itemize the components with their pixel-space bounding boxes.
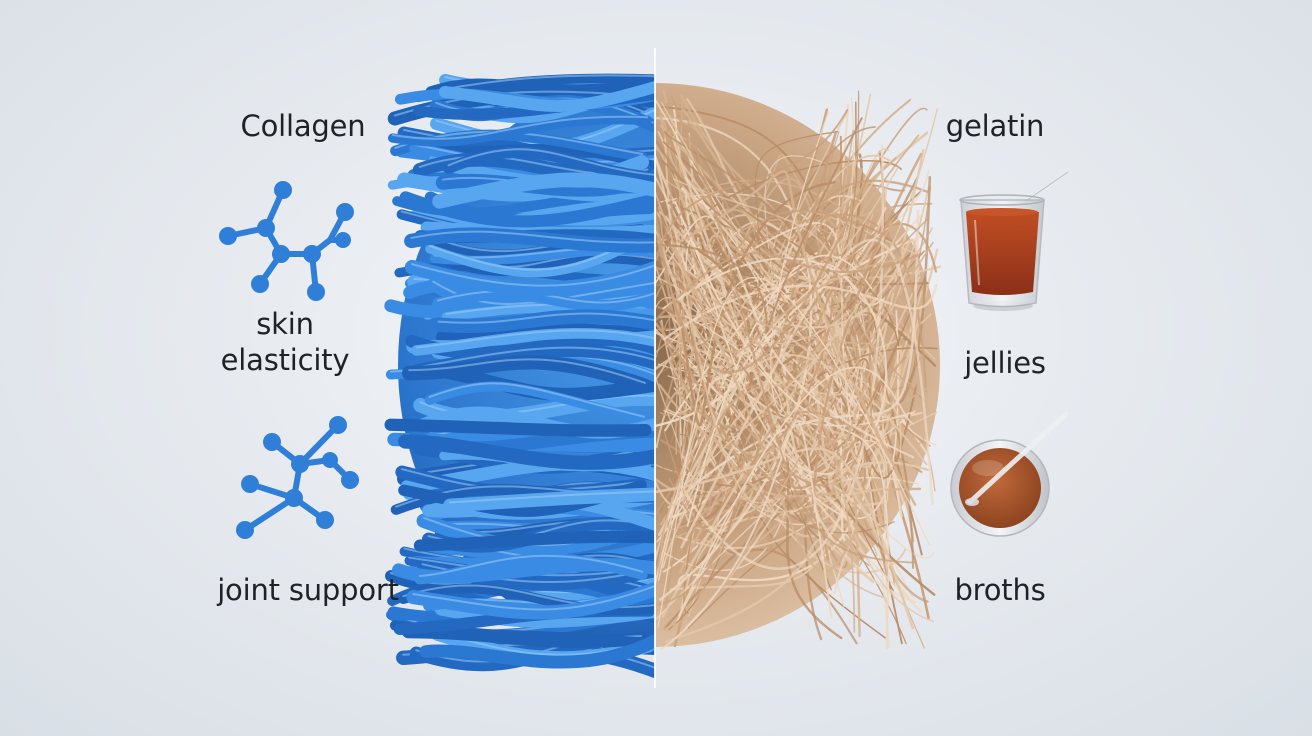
- collagen-strand-highlight: [428, 382, 646, 418]
- molecule-icon: [236, 416, 359, 539]
- gelatin-strand: [655, 111, 849, 480]
- gelatin-strand: [655, 109, 849, 262]
- collagen-strand: [432, 288, 655, 312]
- collagen-strand: [432, 172, 655, 209]
- gelatin-strand: [671, 169, 917, 506]
- jellies-label: jellies: [964, 346, 1046, 380]
- gelatin-strand: [660, 101, 902, 459]
- skin-elasticity-label: skin elasticity: [220, 307, 350, 377]
- gelatin-strand: [663, 175, 932, 630]
- collagen-strand: [387, 114, 653, 147]
- gelatin-strand: [665, 271, 877, 497]
- gelatin-strand: [661, 105, 903, 645]
- gelatin-strand: [667, 359, 922, 498]
- collagen-strand: [398, 434, 655, 470]
- collagen-strand: [404, 259, 655, 296]
- jelly-glass-icon: [959, 169, 1071, 311]
- gelatin-strand: [684, 111, 830, 412]
- collagen-strand: [431, 309, 655, 334]
- collagen-strand-highlight: [411, 263, 655, 287]
- gelatin-strand: [655, 159, 878, 374]
- gelatin-strand: [683, 153, 923, 517]
- gelatin-strand: [686, 131, 839, 534]
- gelatin-strand: [667, 166, 899, 529]
- collagen-strand: [406, 581, 655, 620]
- gelatin-strand: [686, 116, 917, 564]
- collagen-strand: [384, 418, 652, 437]
- gelatin-strand: [686, 202, 860, 478]
- gelatin-strand: [655, 251, 923, 323]
- collagen-strand: [398, 583, 655, 615]
- collagen-strand-highlight: [402, 584, 655, 609]
- collagen-strand-highlight: [415, 346, 655, 369]
- collagen-strand: [414, 553, 648, 585]
- gelatin-strand: [673, 227, 890, 514]
- joint-support-label: joint support: [217, 573, 399, 607]
- gelatin-strand: [655, 195, 868, 360]
- collagen-strand-highlight: [408, 358, 646, 384]
- collagen-strand-highlight: [447, 148, 655, 176]
- collagen-strand: [438, 80, 655, 113]
- gelatin-fiber-ball: [655, 83, 942, 651]
- gelatin-strand: [655, 353, 928, 506]
- gelatin-strand: [660, 420, 833, 651]
- gelatin-strand: [680, 238, 934, 549]
- gelatin-strand: [669, 243, 859, 573]
- collagen-strand-highlight: [436, 290, 655, 304]
- collagen-strand: [425, 233, 648, 278]
- collagen-strand: [413, 530, 655, 552]
- gelatin-strand: [661, 241, 934, 631]
- collagen-strand: [401, 355, 653, 394]
- collagen-strand: [404, 227, 655, 253]
- gelatin-strand: [683, 108, 939, 487]
- gelatin-strand: [657, 410, 866, 606]
- collagen-strand-highlight: [410, 230, 655, 244]
- gelatin-strand: [670, 95, 885, 251]
- collagen-strand: [411, 327, 655, 356]
- gelatin-strand: [674, 201, 890, 650]
- gelatin-strand: [664, 538, 875, 643]
- gelatin-strand: [658, 384, 856, 633]
- gelatin-strand: [658, 383, 861, 638]
- collagen-strand-highlight: [412, 585, 655, 611]
- gelatin-title: gelatin: [945, 109, 1045, 143]
- gelatin-strand: [663, 217, 930, 529]
- gelatin-strand: [666, 227, 933, 531]
- gelatin-strand: [655, 189, 902, 354]
- collagen-strand-highlight: [415, 329, 655, 349]
- collagen-strand-highlight: [418, 554, 644, 578]
- broth-bowl-icon: [950, 411, 1069, 537]
- collagen-title: Collagen: [240, 109, 366, 143]
- collagen-strand-highlight: [449, 490, 655, 504]
- gelatin-strand: [683, 188, 887, 283]
- gelatin-strand: [661, 177, 828, 518]
- gelatin-strand: [683, 449, 858, 552]
- collagen-fiber-ball: [384, 73, 655, 679]
- collagen-strand-highlight: [437, 312, 655, 324]
- gelatin-strand: [663, 131, 915, 569]
- gelatin-strand: [678, 366, 915, 617]
- gelatin-strand: [655, 380, 895, 575]
- gelatin-strand: [686, 254, 873, 527]
- gelatin-strand: [657, 306, 936, 596]
- collagen-strand: [443, 487, 655, 513]
- collagen-strand-highlight: [432, 280, 655, 305]
- gelatin-strand: [678, 257, 888, 431]
- gelatin-strand: [685, 268, 833, 459]
- broths-label: broths: [954, 573, 1046, 607]
- collagen-strand-highlight: [391, 115, 649, 140]
- gelatin-strand: [655, 228, 862, 491]
- gelatin-strand: [655, 447, 914, 630]
- collagen-strand: [442, 146, 655, 184]
- collagen-strand: [419, 633, 655, 669]
- molecule-icon: [219, 181, 354, 301]
- gelatin-strand: [682, 127, 929, 278]
- gelatin-strand: [684, 352, 889, 647]
- collagen-strand: [424, 381, 649, 425]
